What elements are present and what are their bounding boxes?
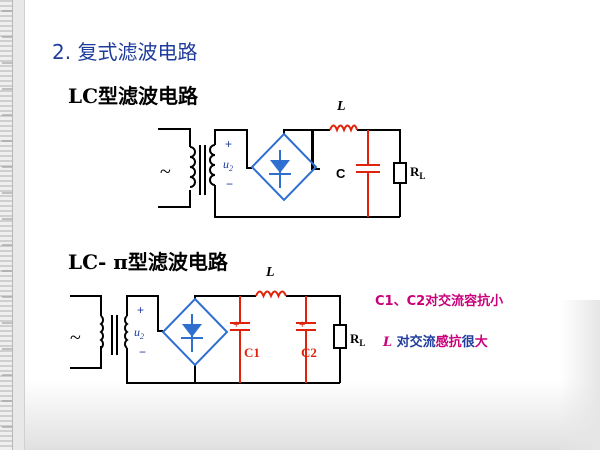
capacitor-c1 — [230, 296, 250, 383]
load-resistor-2 — [333, 324, 347, 349]
ac-source-symbol: ~ — [160, 161, 171, 183]
bridge-rectifier-2 — [161, 297, 229, 367]
note2-l: L — [383, 335, 393, 350]
load-label-2: RL — [350, 331, 365, 348]
note-inductor-reactance: L 对交流感抗很大 — [383, 331, 488, 350]
ac-source-symbol-2: ~ — [70, 327, 81, 349]
u2-label: u2 — [223, 157, 233, 173]
capacitor-c — [356, 130, 380, 217]
section-title: 2. 复式滤波电路 — [52, 40, 198, 64]
bridge-rectifier — [250, 132, 318, 202]
polarity-plus: + — [225, 137, 232, 151]
inductor-l-2 — [255, 290, 287, 299]
inductor-label: L — [336, 99, 346, 114]
inductor-label-2: L — [265, 265, 275, 280]
polarity-minus-2: − — [139, 345, 146, 359]
polarity-minus: − — [226, 177, 233, 191]
u2-label-2: u2 — [134, 325, 144, 341]
lc-filter-title: LC型滤波电路 — [68, 84, 198, 108]
lc-pi-filter-title: LC- π型滤波电路 — [68, 250, 228, 274]
note2-text2: 感抗 — [435, 335, 462, 350]
binder-strip — [0, 0, 25, 450]
load-label: RL — [410, 164, 425, 181]
load-resistor — [393, 162, 407, 184]
circuit1-wires — [158, 128, 401, 218]
inductor-l — [329, 124, 358, 133]
note2-text3: 很 — [461, 335, 475, 350]
note2-text4: 大 — [474, 335, 488, 350]
c2-label: C2 — [301, 345, 317, 360]
c1-plus: + — [233, 319, 239, 331]
cap-label: C — [336, 166, 346, 181]
polarity-plus-2: + — [137, 303, 144, 317]
note2-text1: 对交流 — [392, 335, 436, 350]
note-capacitor-reactance: C1、C2对交流容抗小 — [375, 294, 504, 309]
c2-plus: + — [299, 319, 305, 331]
c1-label: C1 — [244, 345, 260, 360]
capacitor-c2 — [296, 296, 316, 383]
